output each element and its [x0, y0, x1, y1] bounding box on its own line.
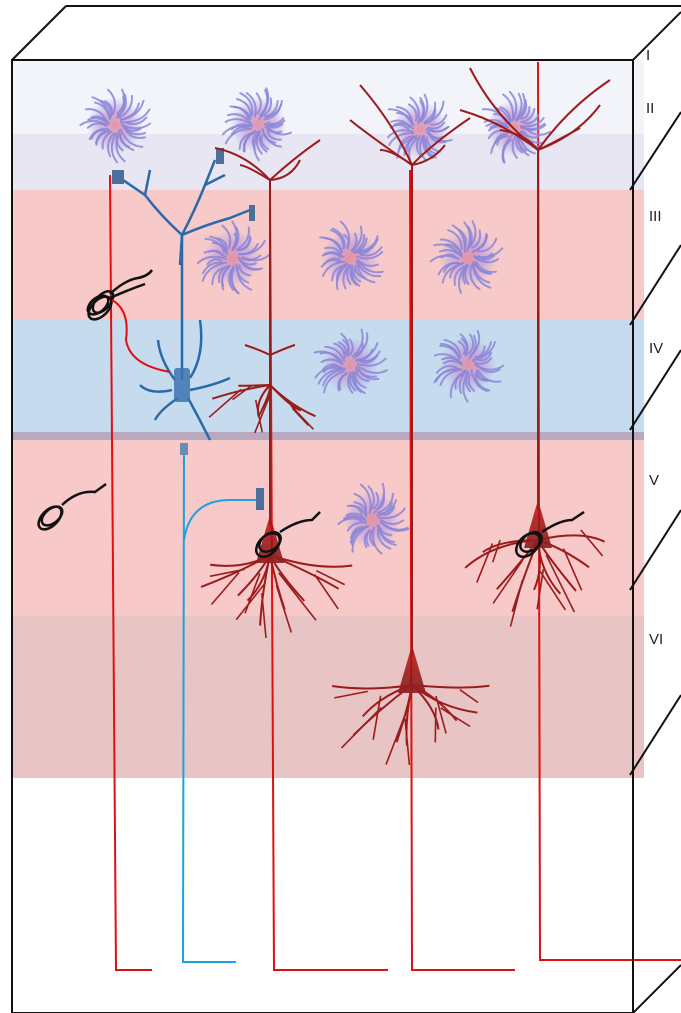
axon-light-blue: [181, 444, 236, 963]
layer-label-vi: VI: [649, 631, 663, 648]
axon-2: [269, 184, 388, 971]
blue-interneuron: [119, 159, 251, 441]
layer-label-iii: III: [649, 208, 662, 225]
stellate-cell-icon: [196, 220, 271, 295]
layer-label-iv: IV: [649, 340, 663, 357]
layer-label-ii: II: [646, 100, 654, 117]
stellate-cell-icon: [79, 88, 152, 164]
blue-terminal-2: [216, 148, 224, 164]
blue-terminal-1: [112, 170, 124, 184]
basket-cell-icon: [37, 482, 107, 531]
blue-terminal-4: [180, 443, 188, 455]
pyramidal-neuron-icon: [208, 344, 316, 434]
blue-terminal-5: [256, 488, 264, 510]
layer-bands: [12, 60, 644, 778]
basket-cell-icon: [514, 510, 585, 559]
blue-terminal-3: [249, 205, 255, 221]
stellate-cells: [79, 87, 552, 555]
box-front: [11, 59, 681, 1013]
layer-label-v: V: [649, 472, 659, 489]
basket-cell-icon: [86, 269, 154, 321]
stellate-cell-icon: [313, 328, 388, 394]
pyramidal-neuron-icon: [459, 67, 611, 627]
stellate-cell-icon: [221, 87, 292, 162]
stellate-cell-icon: [337, 482, 410, 555]
box-frame: [11, 5, 681, 61]
pyramidal-neurons: [200, 67, 611, 765]
layer-band-vi: [12, 616, 644, 778]
layer-label-i: I: [646, 47, 650, 64]
layer-boundary-iv-v: [12, 432, 644, 440]
axon-1: [109, 174, 152, 971]
layer-edge-lines: [629, 111, 681, 776]
pyramidal-neuron-icon: [200, 139, 353, 639]
basket-cells: [37, 269, 585, 559]
axon-collateral: [111, 299, 171, 373]
layer-labels: I II III IV V VI: [646, 47, 663, 648]
blue-interneuron-soma: [174, 368, 190, 402]
axon-light-blue-branch: [183, 499, 262, 541]
basket-cell-icon: [254, 511, 321, 559]
stellate-cell-icon: [387, 93, 453, 162]
pyramidal-neuron-icon: [331, 84, 490, 765]
stellate-cell-icon: [319, 220, 384, 291]
stellate-cell-icon: [433, 330, 505, 403]
stellate-cell-icon: [429, 220, 504, 294]
axon-3: [409, 169, 515, 971]
